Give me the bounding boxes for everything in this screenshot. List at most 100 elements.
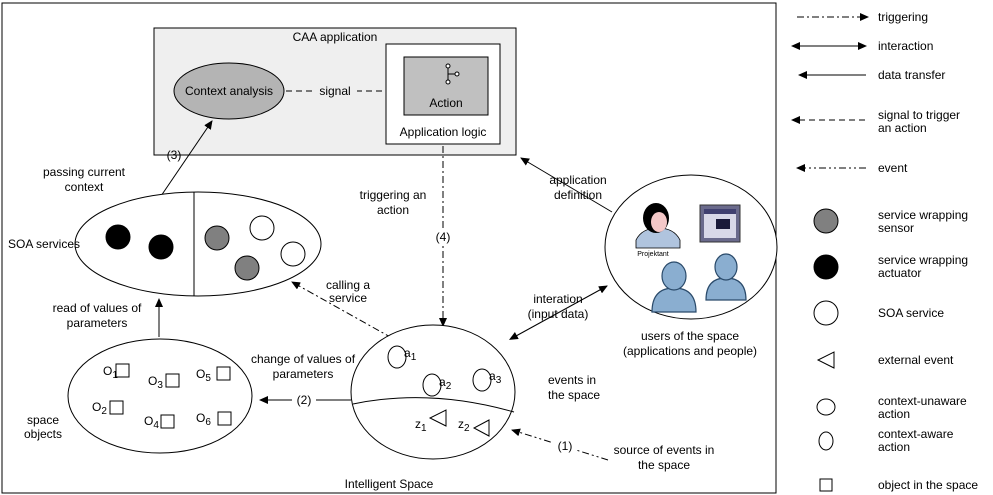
legend-sensor-line1: service wrapping bbox=[878, 208, 968, 222]
passing-context-line1: passing current bbox=[43, 165, 126, 179]
calling-service-line1: calling a bbox=[326, 278, 370, 292]
legend-signal-line2: an action bbox=[878, 121, 927, 135]
space-object: O5 bbox=[196, 366, 231, 384]
svg-text:O3: O3 bbox=[148, 374, 163, 391]
sensor-service bbox=[204, 225, 230, 251]
svg-text:O1: O1 bbox=[103, 364, 118, 381]
interaction-line2: (input data) bbox=[528, 307, 589, 321]
users-line2: (applications and people) bbox=[623, 344, 757, 358]
person-icon bbox=[635, 203, 681, 249]
passing-context-arrow bbox=[160, 120, 213, 197]
step1-label: (1) bbox=[558, 439, 573, 453]
space-object: O2 bbox=[92, 400, 124, 417]
source-events-line2: the space bbox=[638, 458, 690, 472]
space-object: O6 bbox=[196, 411, 232, 428]
svg-text:O6: O6 bbox=[196, 411, 211, 428]
legend: triggering interaction data transfer sig… bbox=[791, 10, 978, 492]
space-object: O3 bbox=[148, 373, 180, 391]
legend-soa-service: SOA service bbox=[878, 306, 944, 320]
legend-external-event-symbol bbox=[816, 351, 835, 369]
legend-ctx-aware-symbol bbox=[818, 431, 834, 451]
app-definition-line1: application bbox=[549, 173, 606, 187]
intelligent-space-label: Intelligent Space bbox=[345, 477, 434, 491]
external-event: z2 bbox=[458, 417, 490, 437]
legend-signal-line1: signal to trigger bbox=[878, 108, 960, 122]
step2-bg bbox=[292, 393, 316, 407]
context-aware-action: a1 bbox=[387, 345, 417, 369]
legend-actuator-symbol bbox=[813, 254, 839, 280]
step3-label: (3) bbox=[167, 148, 182, 162]
application-window-icon bbox=[699, 204, 741, 243]
svg-text:a3: a3 bbox=[489, 369, 502, 386]
legend-actuator-line1: service wrapping bbox=[878, 253, 968, 267]
change-values-line1: change of values of bbox=[251, 352, 356, 366]
legend-ctx-aware-line1: context-aware bbox=[878, 427, 954, 441]
legend-soa-symbol bbox=[813, 300, 839, 326]
read-values-line1: read of values of bbox=[53, 301, 142, 315]
step2-label: (2) bbox=[297, 393, 312, 407]
context-analysis-node bbox=[173, 62, 285, 120]
svg-text:O5: O5 bbox=[196, 367, 211, 384]
interaction-arrow bbox=[508, 285, 608, 340]
legend-ctx-aware-line2: action bbox=[878, 440, 910, 454]
context-analysis-label: Context analysis bbox=[185, 84, 273, 98]
events-in-space-line1: events in bbox=[548, 373, 596, 387]
svg-text:z2: z2 bbox=[458, 417, 470, 434]
legend-object-symbol bbox=[819, 478, 833, 492]
legend-external-event: external event bbox=[878, 353, 954, 367]
triggering-action-line1: triggering an bbox=[360, 188, 427, 202]
interaction-line1: interation bbox=[533, 292, 582, 306]
read-values-line2: parameters bbox=[67, 316, 128, 330]
legend-triggering: triggering bbox=[878, 10, 928, 24]
space-object: O4 bbox=[144, 414, 175, 431]
application-logic-label: Application logic bbox=[400, 125, 487, 139]
signal-label-bg bbox=[313, 82, 357, 98]
action-label: Action bbox=[429, 96, 462, 110]
legend-actuator-line2: actuator bbox=[878, 266, 921, 280]
user-icon bbox=[651, 261, 697, 313]
legend-object-in-space: object in the space bbox=[878, 478, 978, 492]
legend-event: event bbox=[878, 161, 908, 175]
users-line1: users of the space bbox=[641, 329, 739, 343]
step4-label: (4) bbox=[436, 230, 451, 244]
space-objects-ellipse bbox=[67, 338, 253, 454]
soa-service bbox=[249, 215, 275, 241]
app-definition-line2: definition bbox=[554, 188, 602, 202]
legend-ctx-unaware-line1: context-unaware bbox=[878, 394, 967, 408]
soa-services-label: SOA services bbox=[8, 237, 80, 251]
svg-text:a1: a1 bbox=[404, 346, 417, 363]
calling-service-line2: service bbox=[329, 291, 367, 305]
actuator-service bbox=[148, 234, 174, 260]
legend-interaction: interaction bbox=[878, 39, 933, 53]
source-events-line1: source of events in bbox=[614, 443, 715, 457]
context-aware-action: a3 bbox=[472, 368, 502, 392]
context-aware-action: a2 bbox=[422, 373, 452, 397]
svg-text:O2: O2 bbox=[92, 400, 107, 417]
legend-sensor-symbol bbox=[813, 208, 839, 234]
legend-sensor-line2: sensor bbox=[878, 221, 914, 235]
change-values-line2: parameters bbox=[273, 367, 334, 381]
events-divider bbox=[352, 397, 515, 413]
space-objects-line1: space bbox=[27, 413, 59, 427]
space-object: O1 bbox=[103, 363, 130, 381]
legend-ctx-unaware-line2: action bbox=[878, 407, 910, 421]
legend-data-transfer: data transfer bbox=[878, 68, 945, 82]
user-icon bbox=[705, 253, 747, 301]
external-event: z1 bbox=[415, 409, 447, 434]
sensor-service bbox=[234, 255, 260, 281]
app-definition-arrow bbox=[520, 157, 613, 213]
signal-label: signal bbox=[319, 84, 350, 98]
svg-text:O4: O4 bbox=[144, 414, 159, 431]
step4-bg bbox=[433, 229, 455, 244]
calling-service-arrow bbox=[291, 281, 393, 339]
caa-title: CAA application bbox=[293, 30, 378, 44]
soa-service bbox=[280, 241, 306, 267]
step1-bg bbox=[553, 438, 577, 452]
passing-context-line2: context bbox=[65, 180, 104, 194]
action-icon bbox=[445, 63, 460, 85]
projektant-label: Projektant bbox=[637, 251, 669, 258]
legend-ctx-unaware-symbol bbox=[816, 398, 836, 416]
triggering-action-line2: action bbox=[377, 203, 409, 217]
space-objects-line2: objects bbox=[24, 427, 62, 441]
